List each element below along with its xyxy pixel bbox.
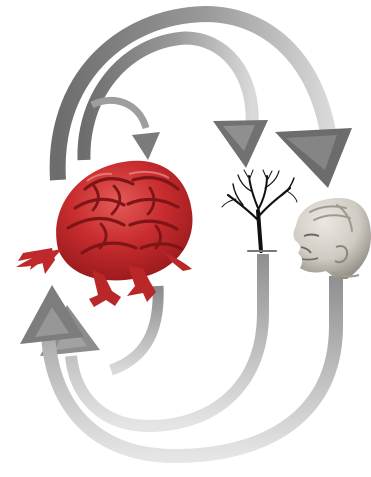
frog-brain (16, 161, 193, 307)
sculpted-head (293, 198, 371, 279)
bare-tree (222, 170, 297, 251)
small-loop-arrow (92, 100, 160, 160)
